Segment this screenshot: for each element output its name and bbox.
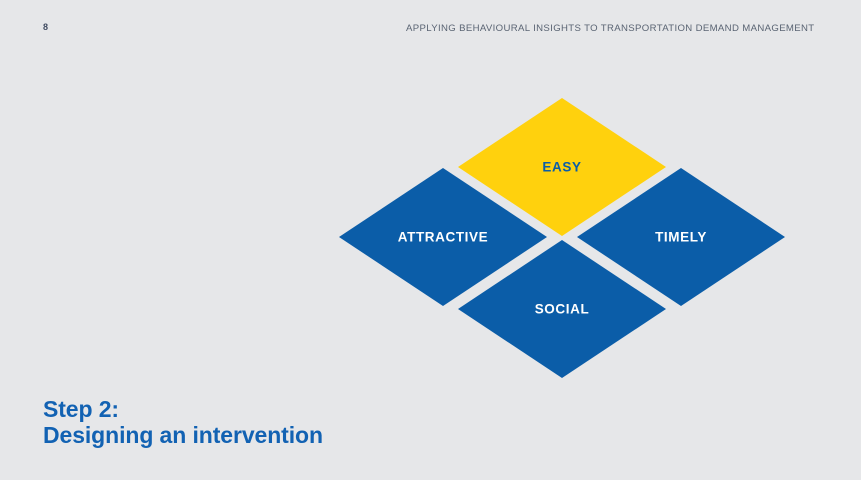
diamond-timely-shape	[577, 168, 785, 306]
slide-title-line-1: Step 2:	[43, 396, 119, 422]
diamond-easy[interactable]: EASY	[458, 98, 666, 236]
diamond-easy-label: EASY	[542, 160, 581, 175]
diamond-easy-shape	[458, 98, 666, 236]
document-header-title: APPLYING BEHAVIOURAL INSIGHTS TO TRANSPO…	[406, 23, 815, 34]
slide-title: Step 2: Designing an intervention	[43, 396, 323, 448]
east-framework-diagram: EASY ATTRACTIVE TIMELY SOCIAL	[330, 90, 800, 390]
diamond-attractive-label: ATTRACTIVE	[398, 230, 489, 245]
slide-title-line-2: Designing an intervention	[43, 422, 323, 448]
diamond-social-shape	[458, 240, 666, 378]
diamond-timely[interactable]: TIMELY	[577, 168, 785, 306]
diamond-timely-label: TIMELY	[655, 230, 707, 245]
diamond-social-label: SOCIAL	[535, 302, 590, 317]
page-number: 8	[43, 22, 49, 32]
diamond-social[interactable]: SOCIAL	[458, 240, 666, 378]
diamond-attractive[interactable]: ATTRACTIVE	[339, 168, 547, 306]
diamond-attractive-shape	[339, 168, 547, 306]
